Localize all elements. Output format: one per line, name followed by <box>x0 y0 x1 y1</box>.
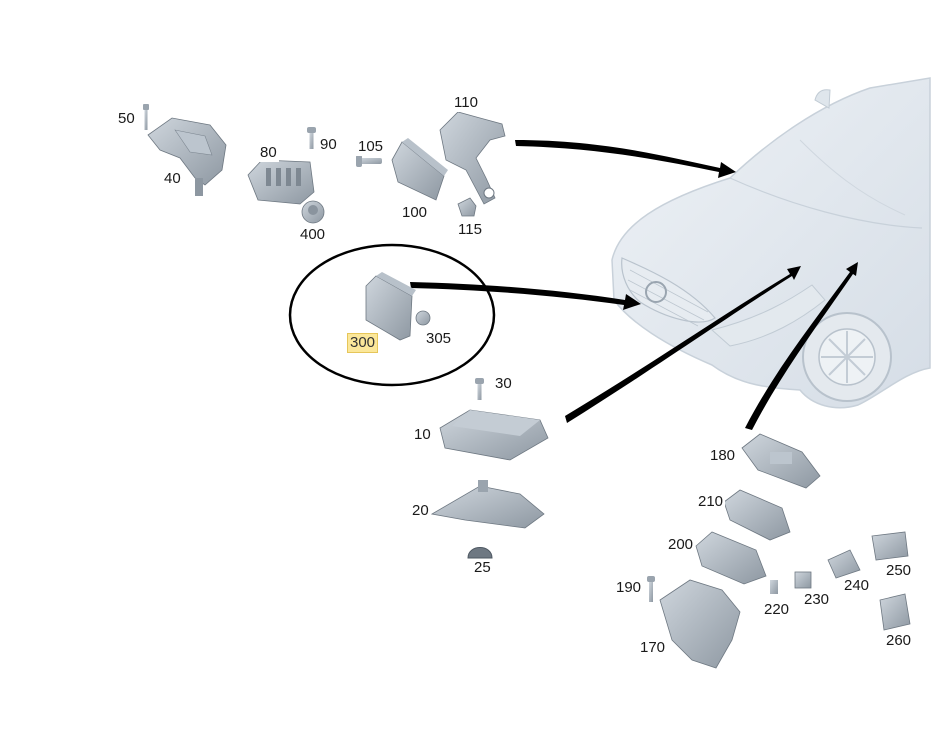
part-25-icon <box>467 547 493 559</box>
part-50-icon <box>143 104 149 130</box>
part-110-icon <box>439 111 506 205</box>
label-220: 220 <box>762 601 792 619</box>
label-260: 260 <box>884 632 914 650</box>
part-10-icon <box>439 409 549 461</box>
part-250-icon <box>871 531 909 561</box>
part-190-icon <box>647 576 655 602</box>
part-115-icon <box>457 197 477 217</box>
label-110: 110 <box>452 94 480 112</box>
part-210-icon <box>723 489 791 541</box>
part-40-icon <box>147 117 227 196</box>
part-260-icon <box>879 593 911 631</box>
label-115: 115 <box>456 221 484 239</box>
part-305-icon <box>415 310 431 326</box>
label-400: 400 <box>298 226 328 244</box>
label-250: 250 <box>884 562 914 580</box>
label-100: 100 <box>400 204 430 222</box>
part-200-icon <box>695 531 767 585</box>
label-20: 20 <box>410 502 431 520</box>
label-30: 30 <box>493 375 514 393</box>
part-30-icon <box>475 378 484 400</box>
part-400-icon <box>301 200 325 224</box>
part-80-icon <box>247 159 315 205</box>
label-40: 40 <box>162 170 183 188</box>
part-105-icon <box>356 155 382 167</box>
part-90-icon <box>307 127 316 149</box>
label-50: 50 <box>116 110 137 128</box>
part-220-icon <box>770 580 778 594</box>
part-240-icon <box>827 549 861 579</box>
label-170: 170 <box>638 639 668 657</box>
label-210: 210 <box>696 493 726 511</box>
part-180-icon <box>741 433 821 489</box>
label-80: 80 <box>258 144 279 162</box>
highlight-ellipse <box>288 243 496 387</box>
callout-arrows <box>410 140 858 430</box>
label-180: 180 <box>708 447 738 465</box>
label-190: 190 <box>614 579 644 597</box>
part-170-icon <box>659 579 741 669</box>
label-230: 230 <box>802 591 832 609</box>
label-10: 10 <box>412 426 433 444</box>
label-240: 240 <box>842 577 872 595</box>
part-20-icon <box>430 480 545 529</box>
car-front-silhouette <box>611 77 931 409</box>
label-25: 25 <box>472 559 493 577</box>
part-100-icon <box>391 138 448 201</box>
label-200: 200 <box>666 536 696 554</box>
part-230-icon <box>794 571 812 589</box>
label-105: 105 <box>356 138 386 156</box>
label-305: 305 <box>424 330 454 348</box>
label-90: 90 <box>318 136 339 154</box>
part-300-icon <box>365 272 416 341</box>
label-300: 300 <box>347 333 379 353</box>
